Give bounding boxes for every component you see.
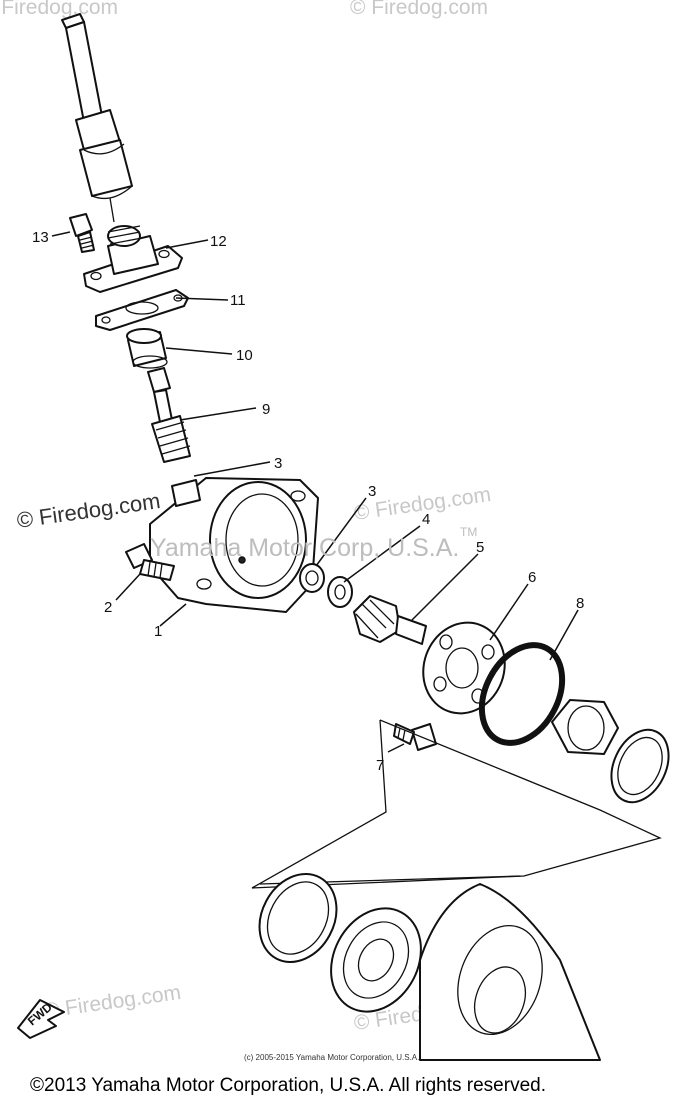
copyright-footer: ©2013 Yamaha Motor Corporation, U.S.A. A… [30,1075,546,1096]
callout-6: 6 [528,569,536,586]
watermark-bottom-left: © Firedog.com [42,981,182,1023]
crankcase-detail [258,873,601,1061]
watermark-yamaha-corp: Yamaha Motor Corp, U.S.A. [150,534,459,562]
speedometer-cable [61,13,133,223]
watermark-firedog-main: © Firedog.com [15,488,162,533]
callout-3-lower: 3 [368,483,376,500]
watermark-top-right: © Firedog.com [350,0,488,19]
part-11-gasket [95,289,189,331]
callout-7: 7 [376,757,384,774]
part-3-bushing [299,563,325,593]
copyright-small: (c) 2005-2015 Yamaha Motor Corporation, … [244,1053,419,1062]
callout-1: 1 [154,623,162,640]
callout-9: 9 [262,401,270,418]
callout-8: 8 [576,595,584,612]
part-1-housing [149,477,319,613]
part-4-washer [327,576,353,608]
callout-12: 12 [210,233,227,250]
part-2-bolt [125,543,175,581]
part-13-bolt [69,213,95,253]
reference-outline [251,719,662,889]
callout-2: 2 [104,599,112,616]
part-10-bushing [126,328,168,369]
watermark-top-left: © Firedog.com [0,0,118,19]
callout-10: 10 [236,347,253,364]
part-5-drive-gear [353,595,427,645]
part-7-screw [393,723,437,751]
callout-13: 13 [32,229,49,246]
callout-3-upper: 3 [274,455,282,472]
part-8-o-ring [478,642,566,746]
fwd-direction-marker: FWD [17,999,65,1039]
part-12-drive-housing [83,225,183,293]
callout-11: 11 [230,292,246,309]
part-6-plate [422,621,506,715]
watermark-tm: TM [460,525,477,539]
part-9-driven-gear [147,367,191,463]
ring [610,728,670,804]
callout-4: 4 [422,511,430,528]
nut [551,699,619,755]
leader-lines [51,231,579,753]
callout-5: 5 [476,539,484,556]
